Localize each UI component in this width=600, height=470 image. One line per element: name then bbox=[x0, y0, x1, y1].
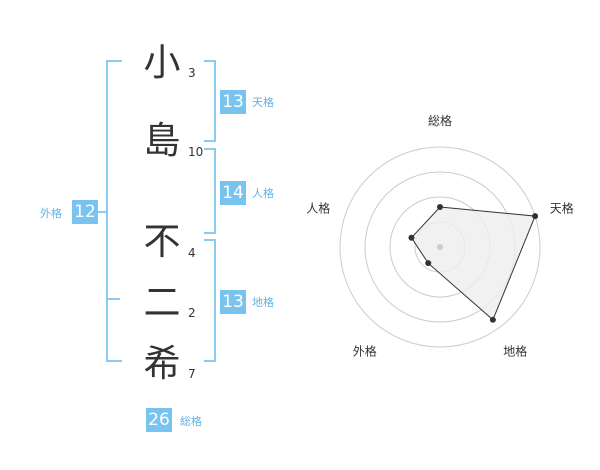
jinkaku-value: 14 bbox=[220, 181, 246, 205]
name-char-1: 小 bbox=[143, 41, 181, 84]
name-char-4: 二 bbox=[143, 281, 181, 324]
stroke-count-5: 7 bbox=[188, 367, 196, 381]
chikaku-bracket bbox=[204, 239, 216, 362]
stroke-count-3: 4 bbox=[188, 246, 196, 260]
soukaku-label: 総格 bbox=[180, 415, 202, 428]
stroke-count-1: 3 bbox=[188, 66, 196, 80]
radar-point-2 bbox=[532, 213, 539, 220]
radar-axis-label-2: 天格 bbox=[550, 200, 574, 215]
radar-points bbox=[408, 204, 539, 323]
chikaku-label: 地格 bbox=[252, 296, 274, 309]
stroke-count-2: 10 bbox=[188, 145, 204, 159]
name-char-5: 希 bbox=[143, 342, 181, 385]
radar-ring-4 bbox=[339, 146, 541, 348]
gaikaku-value: 12 bbox=[72, 200, 98, 224]
gaikaku-bracket bbox=[106, 60, 122, 362]
gaikaku-bracket-tick bbox=[93, 211, 106, 213]
radar-axis-label-5: 人格 bbox=[306, 200, 330, 215]
stroke-count-4: 2 bbox=[188, 306, 196, 320]
gaikaku-label: 外格 bbox=[40, 207, 62, 220]
radar-point-4 bbox=[425, 260, 432, 267]
radar-axis-label-4: 外格 bbox=[353, 344, 377, 359]
tenkaku-label: 天格 bbox=[252, 96, 274, 109]
radar-point-5 bbox=[408, 234, 415, 241]
chikaku-value: 13 bbox=[220, 290, 246, 314]
jinkaku-bracket bbox=[204, 148, 216, 234]
radar-point-1 bbox=[437, 204, 443, 210]
name-char-3: 不 bbox=[143, 220, 181, 263]
gaikaku-bracket-mid bbox=[106, 298, 120, 300]
radar-axis-label-1: 総格 bbox=[428, 113, 452, 128]
tenkaku-bracket bbox=[204, 60, 216, 142]
radar-point-3 bbox=[489, 316, 496, 323]
tenkaku-value: 13 bbox=[220, 90, 246, 114]
radar-polygon bbox=[410, 206, 536, 321]
soukaku-value: 26 bbox=[146, 408, 172, 432]
name-char-2: 島 bbox=[143, 119, 181, 162]
radar-axis-label-3: 地格 bbox=[503, 344, 527, 359]
jinkaku-label: 人格 bbox=[252, 187, 274, 200]
radar-center-dot bbox=[437, 244, 443, 250]
